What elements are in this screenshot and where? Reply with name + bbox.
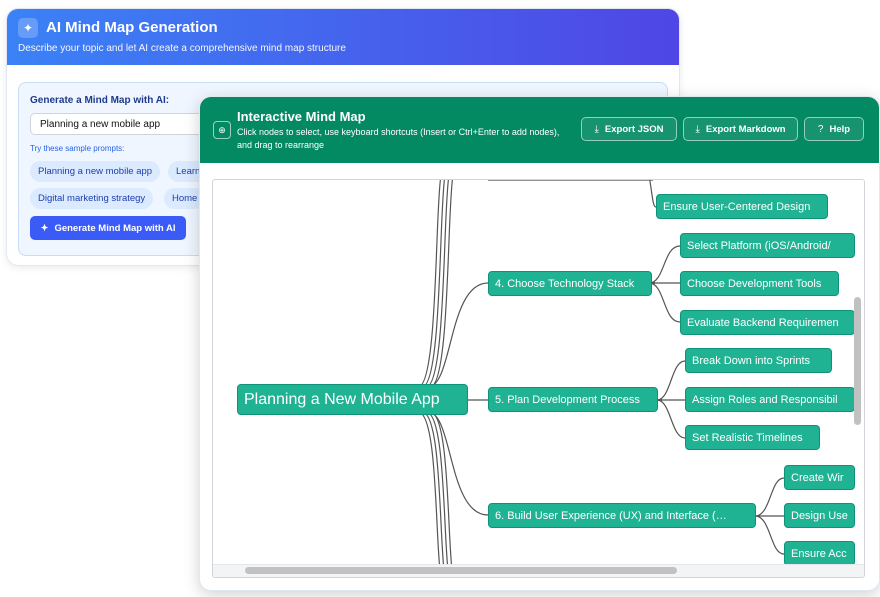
mind-map-subtitle: Click nodes to select, use keyboard shor… — [237, 127, 560, 150]
horizontal-scrollbar[interactable] — [245, 567, 677, 574]
sample-prompt-chip[interactable]: Learn — [168, 161, 209, 182]
child-node[interactable]: Create Wir — [784, 465, 855, 490]
generator-header: ✦ AI Mind Map Generation Describe your t… — [7, 9, 679, 65]
branch-node[interactable]: 5. Plan Development Process — [488, 387, 658, 412]
help-label: Help — [829, 123, 851, 135]
export-markdown-button[interactable]: ⤓ Export Markdown — [683, 117, 798, 141]
child-node[interactable]: Select Platform (iOS/Android/ — [680, 233, 855, 258]
sparkles-icon: ✦ — [40, 222, 49, 234]
child-node[interactable]: Evaluate Backend Requiremen — [680, 310, 855, 335]
child-node[interactable]: Choose Development Tools — [680, 271, 839, 296]
mind-map-title: Interactive Mind Map — [237, 109, 366, 124]
child-node[interactable]: Break Down into Sprints — [685, 348, 832, 373]
sample-prompt-chip[interactable]: Home — [164, 188, 206, 209]
child-node[interactable]: Set Realistic Timelines — [685, 425, 820, 450]
connector-lines — [417, 180, 785, 577]
sample-prompts-label: Try these sample prompts: — [30, 144, 125, 153]
mind-map-canvas[interactable]: Ensure User-Centered Design Planning a N… — [212, 179, 865, 578]
export-json-label: Export JSON — [604, 123, 664, 135]
download-icon: ⤓ — [594, 123, 599, 135]
child-node[interactable]: Ensure Acc — [784, 541, 855, 566]
child-node[interactable]: Design Use — [784, 503, 855, 528]
mind-map-header: ⊕ Interactive Mind Map Click nodes to se… — [200, 97, 879, 163]
sparkles-icon: ✦ — [18, 18, 38, 38]
branch-node[interactable]: 6. Build User Experience (UX) and Interf… — [488, 503, 756, 528]
generator-input-label: Generate a Mind Map with AI: — [30, 95, 170, 106]
sample-prompt-chip[interactable]: Planning a new mobile app — [30, 161, 161, 182]
export-json-button[interactable]: ⤓ Export JSON — [581, 117, 677, 141]
help-circle-icon: ? — [817, 123, 824, 135]
vertical-scrollbar[interactable] — [854, 297, 861, 425]
generator-title: AI Mind Map Generation — [46, 19, 218, 36]
generate-button-label: Generate Mind Map with AI — [54, 222, 176, 234]
sample-prompt-chip[interactable]: Digital marketing strategy — [30, 188, 154, 209]
brain-icon: ⊕ — [213, 121, 231, 139]
mind-map-panel: ⊕ Interactive Mind Map Click nodes to se… — [199, 96, 880, 591]
generate-button[interactable]: ✦ Generate Mind Map with AI — [30, 216, 186, 240]
mind-map-node[interactable]: Ensure User-Centered Design — [656, 194, 828, 219]
help-button[interactable]: ? Help — [804, 117, 864, 141]
root-node[interactable]: Planning a New Mobile App — [237, 384, 468, 415]
child-node[interactable]: Assign Roles and Responsibil — [685, 387, 855, 412]
generator-subtitle: Describe your topic and let AI create a … — [18, 43, 346, 54]
download-icon: ⤓ — [695, 123, 700, 135]
branch-node[interactable]: 4. Choose Technology Stack — [488, 271, 652, 296]
export-markdown-label: Export Markdown — [705, 123, 786, 135]
